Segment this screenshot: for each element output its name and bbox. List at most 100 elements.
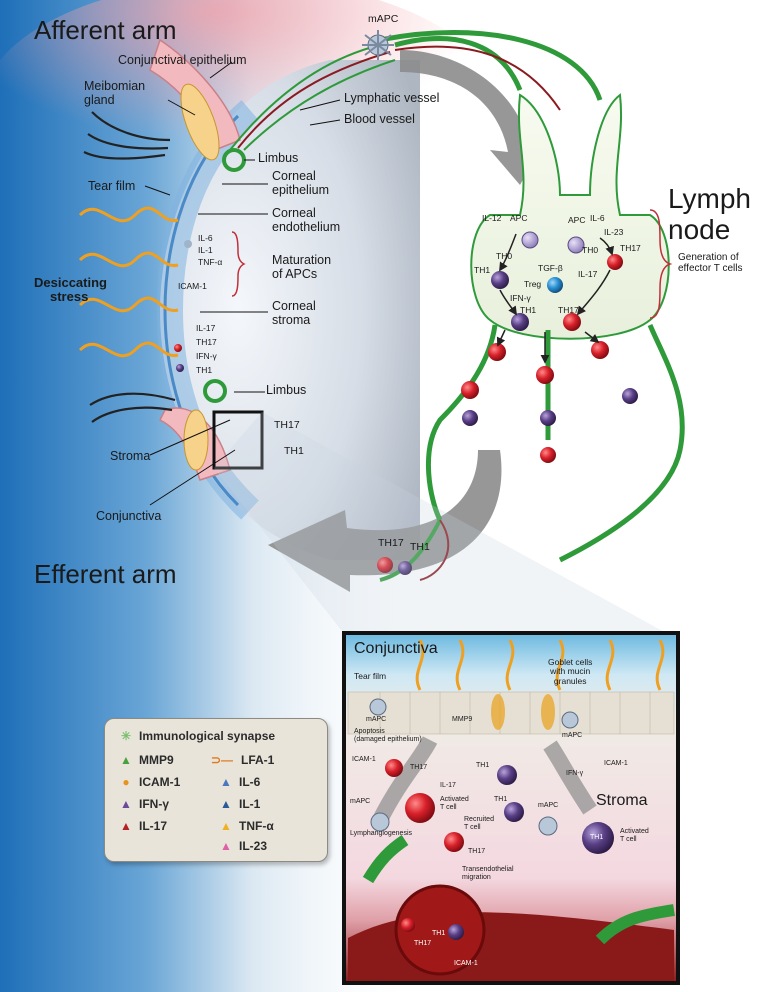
legend-label-6: IL-1: [239, 797, 261, 811]
eye-globe: [160, 60, 420, 560]
lymph-node-title: Lymph node: [668, 183, 752, 246]
inset-goblet-label: Goblet cells with mucin granules: [548, 657, 593, 686]
ln-th1-left-label: TH1: [474, 265, 491, 275]
cornea-il1-label: IL-1: [198, 245, 213, 255]
cornea-th1-label: TH1: [196, 365, 213, 375]
inset-th17-b-label: TH17: [468, 848, 486, 855]
lymph-node-arrows: [496, 233, 614, 364]
legend-label-1: ICAM-1: [139, 775, 181, 789]
ln-tgfb-label: TGF-β: [538, 263, 563, 273]
ln-th17-bottom-label: TH17: [558, 305, 579, 315]
recruited-line1: Recruited: [464, 816, 494, 823]
legend-item-0: ▲ MMP9: [119, 753, 174, 767]
inset-icam1-bottom-label: ICAM-1: [454, 960, 478, 967]
legend-item-1: ●ICAM-1: [119, 775, 180, 789]
blood-vessel-label: Blood vessel: [344, 112, 415, 126]
corneal-stroma-line1: Corneal: [272, 299, 316, 313]
efferent-th17-cell: [377, 557, 393, 573]
legend-label-2: IFN-γ: [139, 797, 169, 811]
inset-il17-label: IL-17: [440, 782, 456, 789]
stroma-label: Stroma: [110, 449, 151, 463]
ln-il17-label: IL-17: [578, 269, 598, 279]
lower-eyelashes: [89, 392, 176, 423]
transendothelial-line1: Transendothelial: [462, 866, 514, 873]
inset-tear-film-label: Tear film: [354, 671, 387, 681]
limbus-bottom-ring: [203, 379, 227, 403]
mapc-top-label: mAPC: [368, 13, 399, 25]
synapse-icon: ✳: [120, 729, 132, 743]
generation-line1: Generation of: [678, 252, 739, 263]
inset-activated-left-label: Activated T cell: [440, 796, 469, 811]
legend-synapse-label: Immunological synapse: [139, 729, 276, 743]
conjunctiva-label: Conjunctiva: [96, 509, 162, 523]
efferent-th1-cell: [398, 561, 412, 575]
legend-label-3: IL-17: [139, 819, 168, 833]
goblet-line2: with mucin: [550, 666, 591, 677]
legend-label-8: IL-23: [239, 839, 268, 853]
inset-recruited-label: Recruited T cell: [464, 816, 494, 831]
leader-lines: [144, 61, 341, 506]
meibomian-gland-label: Meibomian gland: [84, 79, 146, 108]
ln-th0-left-label: TH0: [496, 251, 513, 261]
lymphatic-vessel-label: Lymphatic vessel: [344, 91, 440, 105]
limbus-top-label: Limbus: [258, 151, 299, 165]
inset-mmp9-label: MMP9: [452, 716, 473, 723]
legend-item-5: ▲IL-6: [219, 775, 260, 789]
ln-th17-top-label: TH17: [620, 243, 641, 253]
generation-brace: [649, 209, 673, 319]
corneal-epithelium-line1: Corneal: [272, 169, 316, 183]
activated-left-line2: T cell: [440, 803, 457, 811]
lymph-node-title-line1: Lymph: [668, 183, 752, 214]
inset-cells: [369, 698, 614, 940]
goblet-line3: granules: [553, 675, 587, 686]
goblet-line1: Goblet cells: [548, 657, 593, 667]
lymph-node-cells: [461, 231, 638, 463]
afferent-arm-title: Afferent arm: [34, 15, 177, 45]
maturation-line1: Maturation: [272, 253, 332, 267]
generation-label: Generation of effector T cells: [678, 252, 742, 274]
efferent-arm-title: Efferent arm: [34, 559, 177, 589]
cornea-tnf-label: TNF-α: [198, 257, 223, 267]
cornea-th17-label: TH17: [196, 337, 217, 347]
ln-th0-right-label: TH0: [582, 245, 599, 255]
meibomian-line1: Meibomian: [84, 79, 146, 93]
activated-right-line1: Activated: [620, 828, 649, 835]
inset-lymphangiogenesis-label: Lymphangiogenesis: [350, 830, 413, 837]
legend-label-0: MMP9: [139, 753, 174, 767]
recruited-line2: T cell: [464, 823, 481, 831]
inset-th17-vessel-label: TH17: [414, 940, 432, 947]
legend-item-6: ▲ IL-1: [219, 797, 260, 811]
ln-il23-label: IL-23: [604, 227, 624, 237]
corneal-epithelium-label: Corneal epithelium: [272, 169, 329, 198]
inset-th1-a-label: TH1: [476, 762, 490, 769]
upper-eyelashes: [83, 111, 171, 160]
tear-film-label: Tear film: [88, 179, 136, 193]
ln-th1-bottom-label: TH1: [520, 305, 537, 315]
cornea-ifng-label: IFN-γ: [196, 351, 217, 361]
legend-symbol-0: ▲: [120, 753, 132, 767]
corneal-endothelium-line1: Corneal: [272, 206, 316, 220]
cornea-il6-label: IL-6: [198, 233, 213, 243]
legend-item-8: ▲ IL-23: [219, 839, 267, 853]
legend-symbol-4: ⊃—: [210, 753, 234, 767]
desiccating-line2: stress: [50, 289, 89, 305]
zoom-box: [212, 410, 264, 470]
maturation-brace: [231, 231, 246, 297]
legend-box: ✳ Immunological synapse ▲ MMP9 ●ICAM-1 ▲ IF…: [104, 718, 328, 862]
legend-symbol-6: ▲: [220, 797, 232, 811]
corneal-endothelium-label: Corneal endothelium: [272, 206, 340, 235]
ln-treg-label: Treg: [524, 279, 542, 289]
legend-symbol-8: ▲: [220, 839, 232, 853]
desiccating-waves: [78, 206, 179, 358]
efferent-arrow: [268, 450, 502, 592]
inset-th1-act-label: TH1: [590, 834, 604, 841]
meibomian-line2: gland: [84, 92, 115, 107]
legend-item-3: ▲IL-17: [119, 819, 167, 833]
inset-th1-vessel-label: TH1: [432, 930, 446, 937]
inset-mapc-right-label: mAPC: [562, 732, 583, 739]
activated-right-line2: T cell: [620, 835, 637, 843]
inset-icam1-left-label: ICAM-1: [352, 756, 376, 763]
ln-apc-right-label: APC: [568, 215, 586, 225]
box-th1-label: TH1: [284, 445, 304, 457]
